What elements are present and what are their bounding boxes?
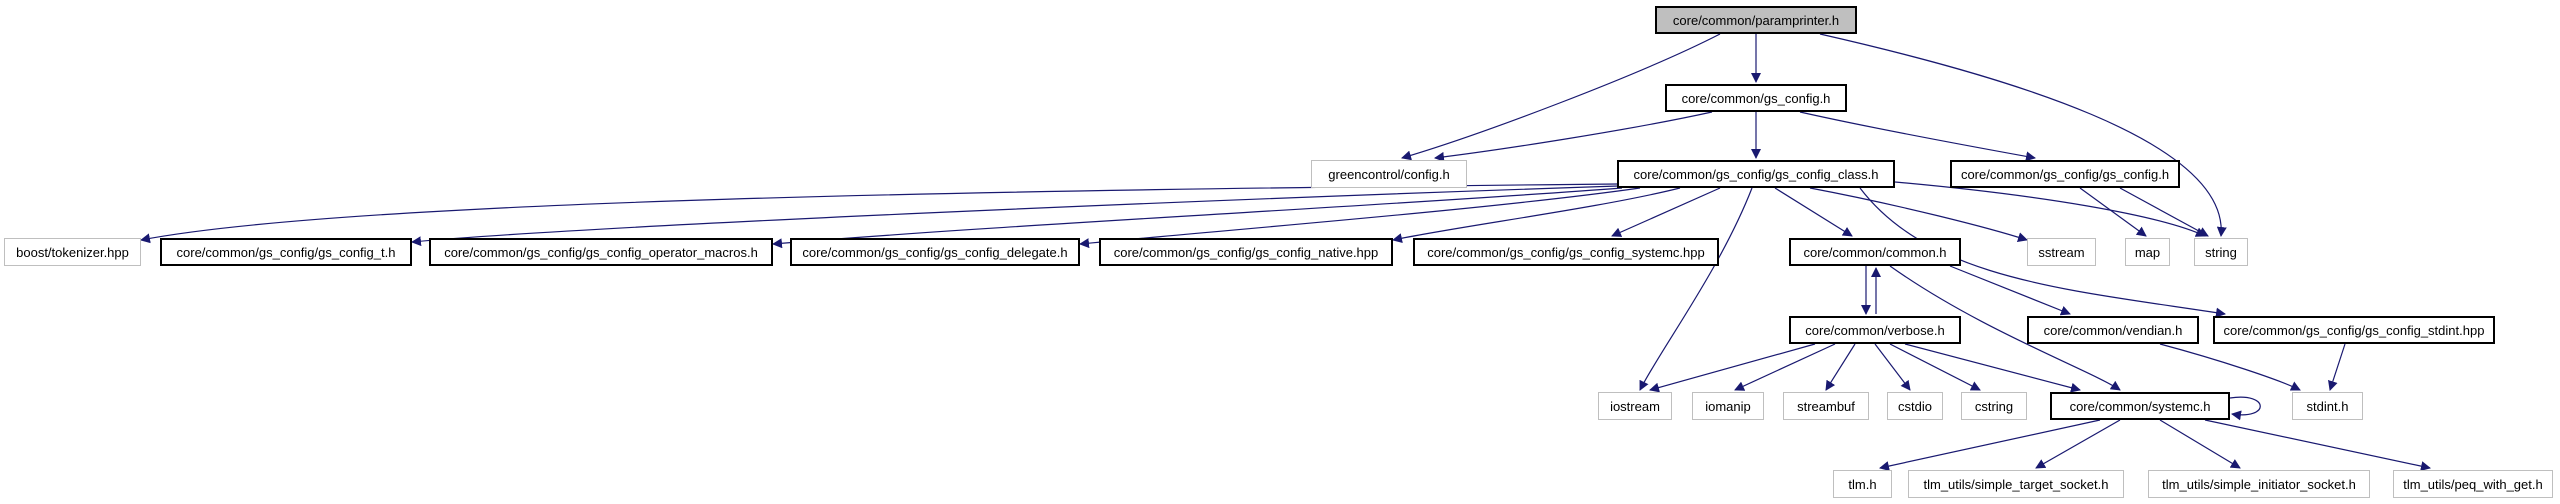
- edge-class-native: [1392, 187, 1681, 244]
- node-gs-config-native-hpp[interactable]: core/common/gs_config/gs_config_native.h…: [1099, 238, 1393, 266]
- node-gs-config-systemc-hpp[interactable]: core/common/gs_config/gs_config_systemc.…: [1413, 238, 1719, 266]
- edge-systemc-self: [2229, 396, 2261, 421]
- node-gs-config-class-h[interactable]: core/common/gs_config/gs_config_class.h: [1617, 160, 1895, 188]
- edge-vendian-stdint: [2159, 343, 2301, 391]
- edge-class-stdint_hpp: [1859, 187, 2226, 318]
- edge-systemc-tlm: [1879, 419, 2101, 471]
- node-sstream: sstream: [2027, 238, 2096, 266]
- node-boost-tokenizer-hpp: boost/tokenizer.hpp: [4, 238, 141, 266]
- edge-gs_config_gs_config-map: [2079, 187, 2147, 237]
- edge-gs_config-greencontrol: [1434, 111, 1713, 162]
- edge-systemc-simple_target_socket: [2035, 419, 2121, 469]
- edge-class-common: [1774, 187, 1853, 237]
- edge-systemc-simple_initiator_socket: [2159, 419, 2241, 469]
- edge-class-delegate: [1079, 187, 1641, 249]
- edge-gs_config_gs_config-string: [2119, 187, 2209, 237]
- dependency-edges: [140, 33, 2431, 472]
- edge-verbose-cstdio: [1874, 343, 1911, 391]
- edge-class-sstream: [1809, 187, 2028, 242]
- node-vendian-h[interactable]: core/common/vendian.h: [2027, 316, 2199, 344]
- node-gs-config-h[interactable]: core/common/gs_config.h: [1665, 84, 1847, 112]
- edge-class-boost_tokenizer: [140, 183, 1618, 244]
- node-greencontrol-config-h: greencontrol/config.h: [1311, 160, 1467, 188]
- node-map: map: [2125, 238, 2170, 266]
- node-stdint-h: stdint.h: [2292, 392, 2363, 420]
- node-simple-target-socket-h: tlm_utils/simple_target_socket.h: [1908, 470, 2124, 498]
- edge-class-string: [1894, 181, 2206, 237]
- node-cstring: cstring: [1961, 392, 2027, 420]
- node-gs-config-operator-macros-h[interactable]: core/common/gs_config/gs_config_operator…: [429, 238, 773, 266]
- node-cstdio: cstdio: [1887, 392, 1943, 420]
- edge-verbose-iomanip: [1734, 343, 1836, 391]
- edge-gs_config-gs_config_gs_config: [1799, 111, 2036, 162]
- node-tlm-h: tlm.h: [1833, 470, 1892, 498]
- edge-class-iostream: [1639, 187, 1753, 391]
- edge-class-systemc_hpp: [1611, 187, 1721, 237]
- node-peq-with-get-h: tlm_utils/peq_with_get.h: [2393, 470, 2553, 498]
- edge-verbose-systemc: [1904, 343, 2081, 393]
- edge-common-vendian: [1949, 265, 2071, 316]
- edge-stdint_hpp-stdint: [2328, 343, 2346, 391]
- edge-verbose-iostream: [1649, 343, 1816, 393]
- node-verbose-h[interactable]: core/common/verbose.h: [1789, 316, 1961, 344]
- node-simple-initiator-socket-h: tlm_utils/simple_initiator_socket.h: [2148, 470, 2370, 498]
- node-systemc-h[interactable]: core/common/systemc.h: [2050, 392, 2230, 420]
- edge-systemc-peq_with_get: [2204, 419, 2431, 472]
- node-common-h[interactable]: core/common/common.h: [1789, 238, 1961, 266]
- node-string: string: [2194, 238, 2248, 266]
- node-paramprinter-h: core/common/paramprinter.h: [1655, 6, 1857, 34]
- node-gs-config-stdint-hpp[interactable]: core/common/gs_config/gs_config_stdint.h…: [2213, 316, 2495, 344]
- node-iostream: iostream: [1598, 392, 1672, 420]
- edge-verbose-cstring: [1889, 343, 1981, 391]
- edge-class-operator_macros: [772, 187, 1623, 249]
- node-gs-config-gs-config-h[interactable]: core/common/gs_config/gs_config.h: [1950, 160, 2180, 188]
- edge-class-gs_config_t: [411, 185, 1619, 247]
- edge-common-systemc: [1889, 265, 2121, 391]
- edge-paramprinter-greencontrol: [1401, 33, 1721, 161]
- node-gs-config-delegate-h[interactable]: core/common/gs_config/gs_config_delegate…: [790, 238, 1080, 266]
- node-streambuf: streambuf: [1783, 392, 1869, 420]
- edge-verbose-streambuf: [1825, 343, 1856, 391]
- node-iomanip: iomanip: [1692, 392, 1764, 420]
- node-gs-config-t-h[interactable]: core/common/gs_config/gs_config_t.h: [160, 238, 412, 266]
- edge-paramprinter-string: [1819, 33, 2227, 237]
